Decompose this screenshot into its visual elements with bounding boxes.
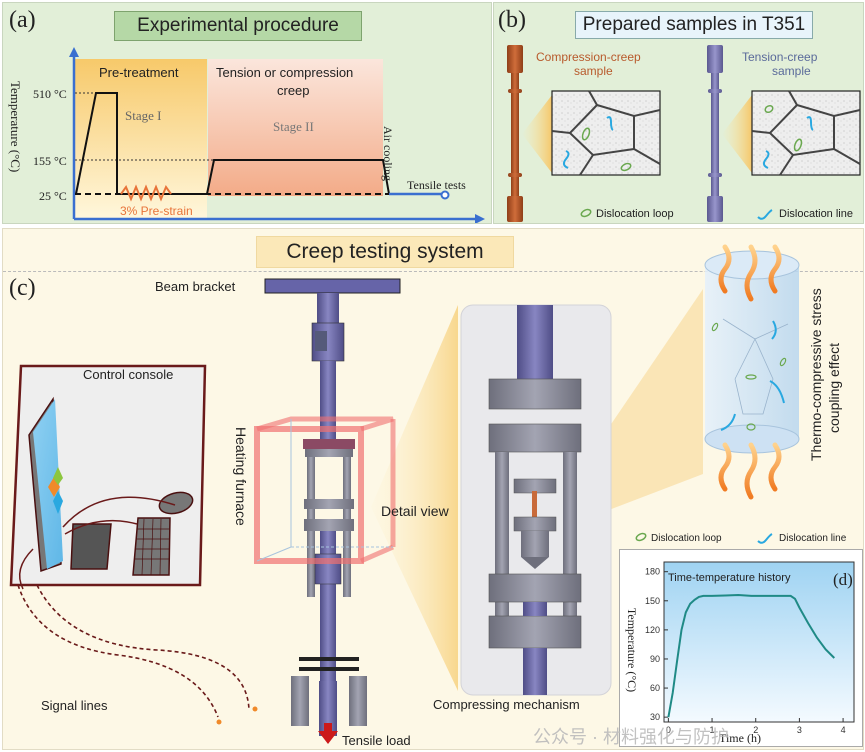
zoom-beam (522, 95, 552, 173)
y-axis-arrow-icon (69, 47, 79, 57)
panel-a-title: Experimental procedure (114, 11, 362, 41)
panel-label-d: (d) (833, 570, 853, 589)
procedure-diagram: 510 °C 155 °C 25 °C Temperature (°C) Pre… (8, 47, 485, 223)
tension-creep-sample (707, 45, 723, 222)
x-tick-label: 2 (753, 725, 758, 735)
tension-sample-label-1: Tension-creep (742, 50, 818, 64)
y-tick-label: 60 (650, 683, 660, 693)
tensile-load-label: Tensile load (342, 733, 411, 748)
beam-bracket-label: Beam bracket (155, 279, 236, 294)
tensile-tests-label: Tensile tests (407, 178, 466, 192)
series-line-temperature (667, 593, 836, 718)
air-cooling-label: Air cooling (381, 126, 395, 181)
temp-label-25: 25 °C (39, 189, 67, 203)
coupling-effect-label-2: coupling effect (826, 343, 842, 433)
legend-dislocation-loop-c: Dislocation loop (651, 533, 722, 544)
heating-furnace-box (254, 416, 396, 564)
y-axis-label: Temperature (°C) (8, 81, 23, 172)
legend-dislocation-loop: Dislocation loop (596, 208, 674, 220)
y-axis-label: Temperature (°C) (625, 608, 639, 692)
panel-label-c: (c) (9, 275, 36, 301)
panel-d-container: 30 60 90 120 150 180 0 1 2 3 4 Time-temperature h… (619, 549, 863, 747)
y-tick-label: 30 (650, 712, 660, 722)
panel-label-a: (a) (9, 7, 36, 33)
creep-label-line1: Tension or compression (216, 65, 353, 80)
creep-machine-column (264, 278, 401, 736)
dislocation-loop-icon (580, 208, 592, 218)
detail-view-label: Detail view (381, 503, 450, 519)
dislocation-line-icon (757, 533, 773, 544)
temp-label-155: 155 °C (33, 154, 67, 168)
panel-c-creep-testing-system: Creep testing system (c) (2, 228, 864, 750)
detail-view-beam (371, 305, 458, 691)
signal-line-2 (17, 584, 219, 718)
pretreatment-label: Pre-treatment (99, 65, 179, 80)
control-console-illustration (9, 364, 207, 590)
pretreatment-region (75, 59, 207, 219)
compression-sample-label-1: Compression-creep (536, 50, 641, 64)
signal-line-2-end (216, 719, 222, 725)
legend-dislocation-line: Dislocation line (779, 208, 853, 220)
temp-label-510: 510 °C (33, 87, 67, 101)
panel-b-prepared-samples: (b) Prepared samples in T351 (493, 2, 864, 224)
tensile-load-arrow-icon (318, 731, 338, 744)
heating-furnace-label: Heating furnace (233, 427, 249, 526)
x-axis-label: Time (h) (719, 731, 761, 745)
prestrain-zigzag-icon (120, 184, 172, 202)
signal-line-1 (36, 584, 250, 711)
x-tick-label: 0 (666, 725, 671, 735)
microstructure-inset-tension (751, 90, 861, 176)
creep-label-line2: creep (277, 83, 310, 98)
compressing-mechanism-detail (460, 304, 612, 696)
panel-b-title: Prepared samples in T351 (575, 11, 813, 39)
y-tick-label: 180 (645, 567, 660, 577)
x-tick-label: 3 (797, 725, 802, 735)
prestrain-label: 3% Pre-strain (120, 204, 193, 218)
creep-region (208, 59, 383, 196)
y-tick-label: 90 (650, 654, 660, 664)
y-tick-label: 150 (645, 596, 660, 606)
samples-diagram: Compression-creep sample Tension-creep s… (507, 45, 861, 222)
tensile-load-arrow-shaft (324, 723, 332, 732)
x-tick-label: 1 (710, 725, 715, 735)
coupling-effect-label-1: Thermo-compressive stress (808, 288, 824, 461)
x-axis-arrow-icon (475, 214, 485, 223)
watermark: 公众号 · 材料强化与防护 (533, 727, 729, 747)
signal-lines-label: Signal lines (41, 698, 108, 713)
heat-flame-icons (718, 244, 782, 500)
stage-2-label: Stage II (273, 119, 314, 134)
dislocation-line-icon (757, 209, 773, 220)
dislocation-loop-icon (635, 532, 647, 542)
panel-a-experimental-procedure: (a) Experimental procedure 510 °C 155 °C (2, 2, 492, 224)
panel-label-b: (b) (498, 7, 526, 33)
stage-1-label: Stage I (125, 108, 161, 123)
tensile-test-point (440, 190, 450, 200)
compression-sample-label-2: sample (574, 64, 613, 78)
panel-c-title: Creep testing system (256, 236, 514, 268)
y-tick-label: 120 (645, 625, 660, 635)
x-tick-label: 4 (841, 725, 846, 735)
plot-area (663, 561, 855, 723)
compressing-mechanism-label: Compressing mechanism (433, 697, 580, 712)
signal-line-1-end (252, 706, 258, 712)
legend-dislocation-line-c: Dislocation line (779, 533, 847, 544)
microstructure-inset-compression (551, 90, 661, 176)
zoom-beam (722, 95, 752, 173)
time-temperature-chart: 30 60 90 120 150 180 0 1 2 3 4 Time-temperature h… (625, 561, 855, 745)
tension-sample-label-2: sample (772, 64, 811, 78)
title-divider (3, 271, 863, 272)
compression-creep-sample (507, 45, 523, 222)
control-console-label: Control console (83, 367, 173, 382)
chart-title: Time-temperature history (668, 572, 791, 584)
creep-system-diagram: Beam bracket Control console Heating fur… (9, 244, 847, 748)
